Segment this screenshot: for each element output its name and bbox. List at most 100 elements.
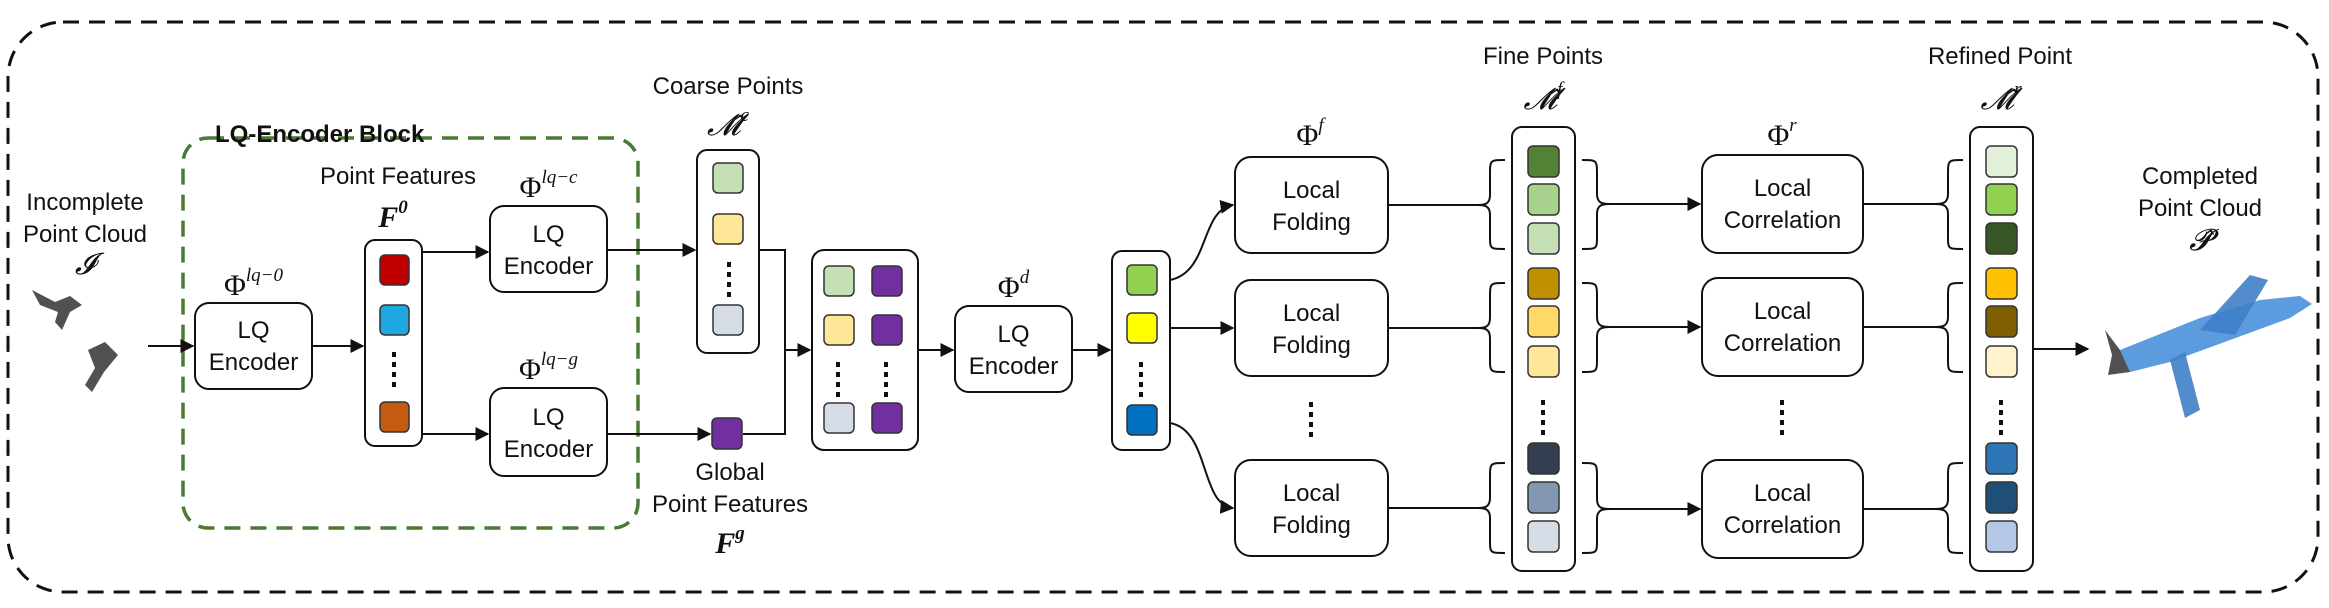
concat-left-square [823, 265, 855, 297]
lqg-encoder-box [489, 387, 608, 477]
outer-frame [6, 20, 2320, 594]
fine-point-square [1527, 481, 1560, 514]
decoder-output-square [1126, 404, 1158, 436]
refined-point-square [1985, 520, 2018, 553]
lq-encoder-block-title: LQ-Encoder Block [215, 121, 425, 148]
correlation-symbol: Φr [1767, 115, 1797, 152]
ellipsis-refined [1999, 400, 2003, 435]
decoder-label-line2: Encoder [968, 353, 1059, 380]
correlation-1-line2: Correlation [1723, 207, 1842, 234]
fine-points-label: Fine Points [1482, 43, 1604, 70]
brace-fine-2 [1477, 282, 1506, 373]
lq0-label-line1: LQ [237, 317, 270, 344]
fine-point-square [1527, 305, 1560, 338]
refined-point-square [1985, 145, 2018, 178]
lqc-label-line1: LQ [532, 221, 565, 248]
output-label-line2: Point Cloud [2137, 195, 2263, 222]
folding-3-line2: Folding [1272, 512, 1351, 539]
incomplete-point-cloud-image [32, 290, 118, 392]
folding-2-line2: Folding [1272, 332, 1351, 359]
decoder-output-square [1126, 312, 1158, 344]
refined-points-label: Refined Point [1927, 43, 2073, 70]
input-label-line1: Incomplete [26, 189, 144, 216]
coarse-points-column [696, 149, 760, 354]
folding-1-line2: Folding [1272, 209, 1351, 236]
brace-fine-1 [1477, 159, 1506, 250]
ellipsis-decoder-out [1139, 362, 1143, 397]
refined-point-square [1985, 345, 2018, 378]
ellipsis-concat-right [884, 362, 888, 397]
ellipsis-correlation [1780, 400, 1784, 435]
brace-fine-3 [1477, 462, 1506, 554]
fine-point-square [1527, 520, 1560, 553]
concat-left-square [823, 314, 855, 346]
lqc-label-line2: Encoder [503, 253, 594, 280]
input-label-line2: Point Cloud [22, 221, 148, 248]
lq0-symbol: Φlq−0 [223, 265, 284, 302]
point-features-column [364, 239, 423, 447]
decoder-output-column [1111, 250, 1171, 451]
folding-1-line1: Local [1282, 177, 1341, 204]
line-global-to-concat [743, 350, 786, 435]
ellipsis-point-features [392, 352, 396, 387]
correlation-2-line1: Local [1753, 298, 1812, 325]
arrow-output-to-folding-1 [1169, 199, 1235, 281]
refined-point-square [1985, 305, 2018, 338]
decoder-output-square [1126, 264, 1158, 296]
decoder-symbol: Φd [997, 267, 1030, 304]
folding-3-line1: Local [1282, 480, 1341, 507]
output-label-line1: Completed [2141, 163, 2259, 190]
completed-point-cloud-image [2105, 275, 2312, 418]
brace-fine-out-1 [1581, 159, 1611, 250]
coarse-point-square [712, 304, 744, 336]
point-features-symbol: F0 [378, 197, 408, 234]
refined-points-symbol: 𝓜̂r [1980, 79, 2022, 116]
fine-point-square [1527, 267, 1560, 300]
ellipsis-coarse [727, 262, 731, 297]
correlation-1-line1: Local [1753, 175, 1812, 202]
coarse-point-square [712, 213, 744, 245]
brace-refined-3 [1934, 462, 1964, 554]
point-feature-square [379, 401, 410, 433]
refined-point-square [1985, 442, 2018, 475]
refined-point-square [1985, 267, 2018, 300]
concat-right-square [871, 265, 903, 297]
brace-refined-2 [1934, 282, 1964, 373]
global-features-symbol: Fg [715, 523, 745, 560]
ellipsis-folding [1309, 402, 1313, 437]
point-feature-square [379, 304, 410, 336]
output-symbol: 𝓟̂ [2189, 224, 2211, 257]
fine-point-square [1527, 442, 1560, 475]
brace-fine-out-2 [1581, 282, 1611, 373]
brace-fine-out-3 [1581, 462, 1611, 554]
arrow-output-to-folding-3 [1169, 422, 1235, 514]
fine-point-square [1527, 345, 1560, 378]
correlation-3-line1: Local [1753, 480, 1812, 507]
global-features-line2: Point Features [651, 491, 809, 518]
brace-refined-1 [1934, 159, 1964, 250]
concat-left-square [823, 402, 855, 434]
fine-point-square [1527, 222, 1560, 255]
global-feature-square [711, 417, 743, 450]
lqg-label-line1: LQ [532, 404, 565, 431]
decoder-label-line1: LQ [997, 321, 1030, 348]
coarse-point-square [712, 162, 744, 194]
lqg-symbol: Φlq−g [518, 349, 579, 386]
correlation-3-line2: Correlation [1723, 512, 1842, 539]
refined-point-square [1985, 481, 2018, 514]
concat-right-square [871, 314, 903, 346]
folding-symbol: Φf [1296, 115, 1324, 152]
refined-point-square [1985, 183, 2018, 216]
fine-point-square [1527, 145, 1560, 178]
ellipsis-concat-left [836, 362, 840, 397]
arrow-coarse-to-concat [759, 249, 812, 357]
folding-2-line1: Local [1282, 300, 1341, 327]
lqg-label-line2: Encoder [503, 436, 594, 463]
coarse-points-symbol: 𝓜̂c [706, 105, 750, 142]
ellipsis-fine [1541, 400, 1545, 435]
correlation-2-line2: Correlation [1723, 330, 1842, 357]
point-features-label: Point Features [319, 163, 477, 190]
input-symbol: 𝓘 [74, 248, 96, 281]
